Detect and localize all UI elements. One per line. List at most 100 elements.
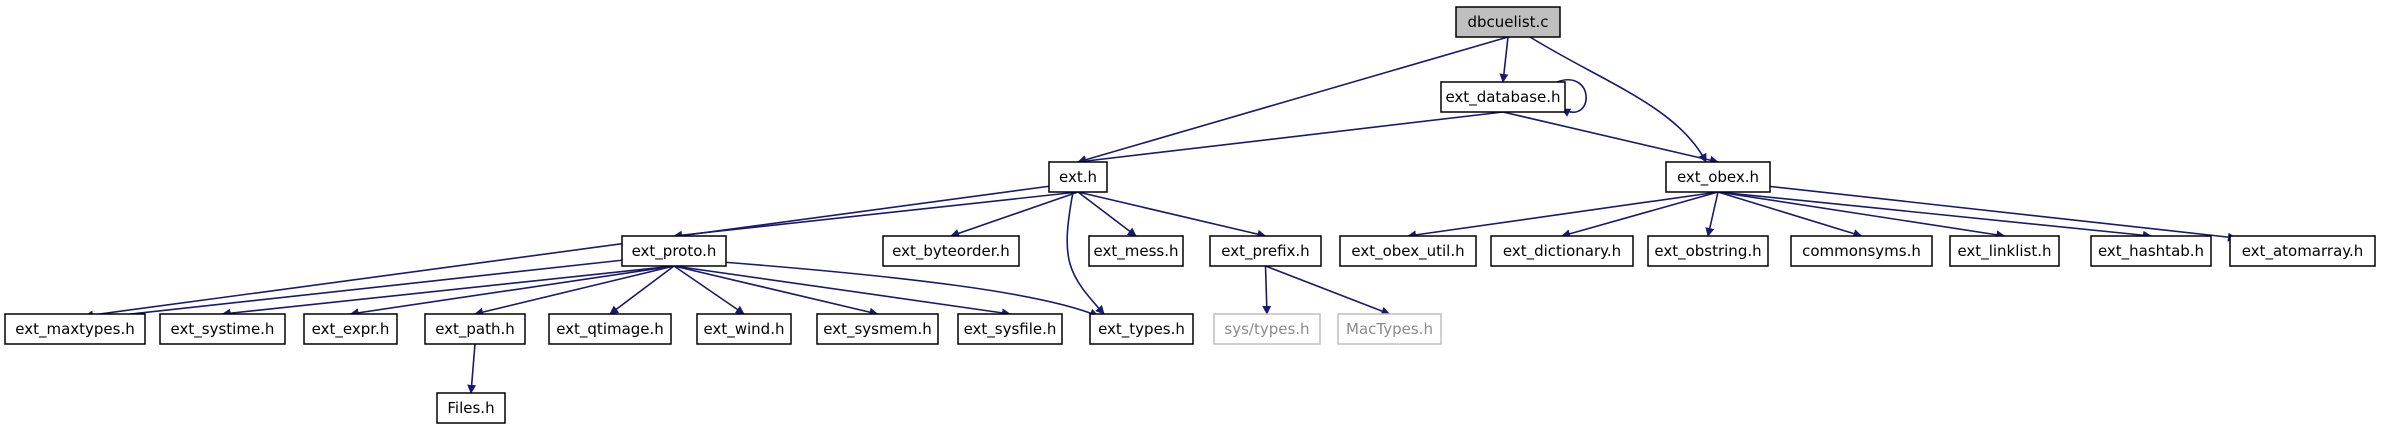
node-label-ext-hashtab-h: ext_hashtab.h — [2098, 242, 2204, 261]
node-dbcuelist-c[interactable]: dbcuelist.c — [1455, 6, 1561, 38]
node-ext-prefix-h[interactable]: ext_prefix.h — [1209, 235, 1322, 267]
node-label-ext-linklist-h: ext_linklist.h — [1957, 242, 2051, 261]
edge-dbcuelist-c-to-ext-h — [1077, 36, 1509, 165]
edge-ext-obex-h-to-ext-dictionary-h — [1561, 191, 1719, 239]
node-ext-linklist-h[interactable]: ext_linklist.h — [1949, 235, 2060, 267]
edge-ext-h-to-ext-mess-h — [1077, 191, 1137, 237]
edge-ext-path-h-to-files-h — [467, 343, 477, 394]
node-box-ext-path-h — [424, 313, 526, 345]
node-box-ext-maxtypes-h — [4, 313, 146, 345]
node-label-ext-h: ext.h — [1059, 168, 1097, 186]
edge-ext-prefix-h-to-mactypes-h — [1265, 265, 1391, 316]
node-ext-hashtab-h[interactable]: ext_hashtab.h — [2090, 235, 2212, 267]
edge-ext-proto-h-to-ext-types-h — [721, 261, 1099, 318]
edge-ext-proto-h-to-ext-path-h — [474, 265, 675, 317]
node-box-ext-atomarray-h — [2229, 235, 2376, 267]
node-sys-types-h: sys/types.h — [1213, 313, 1321, 345]
edge-ext-proto-h-to-ext-sysmem-h — [673, 265, 879, 317]
node-label-commonsyms-h: commonsyms.h — [1802, 242, 1921, 260]
edge-ext-h-to-ext-maxtypes-h — [84, 185, 1052, 320]
node-label-ext-systime-h: ext_systime.h — [171, 320, 275, 339]
node-box-dbcuelist-c — [1455, 6, 1561, 38]
node-files-h[interactable]: Files.h — [436, 392, 506, 424]
node-label-ext-obstring-h: ext_obstring.h — [1654, 242, 1761, 261]
edge-ext-proto-h-to-ext-maxtypes-h — [94, 259, 625, 322]
node-label-ext-expr-h: ext_expr.h — [312, 320, 390, 339]
node-box-ext-obstring-h — [1647, 235, 1769, 267]
node-box-ext-h — [1048, 161, 1108, 193]
node-ext-sysmem-h[interactable]: ext_sysmem.h — [816, 313, 939, 345]
node-label-ext-dictionary-h: ext_dictionary.h — [1503, 242, 1621, 261]
node-ext-wind-h[interactable]: ext_wind.h — [696, 313, 792, 345]
node-label-ext-wind-h: ext_wind.h — [704, 320, 785, 339]
edge-ext-obex-h-to-ext-atomarray-h — [1765, 185, 2237, 242]
node-box-ext-types-h — [1089, 313, 1194, 345]
node-ext-path-h[interactable]: ext_path.h — [424, 313, 526, 345]
edge-ext-proto-h-to-ext-sysfile-h — [673, 265, 1011, 318]
edge-dbcuelist-c-to-ext-obex-h — [1529, 36, 1707, 163]
edge-ext-proto-h-to-ext-qtimage-h — [609, 265, 675, 315]
node-ext-obex-util-h[interactable]: ext_obex_util.h — [1339, 235, 1477, 267]
node-ext-database-h[interactable]: ext_database.h — [1440, 81, 1566, 113]
node-ext-atomarray-h[interactable]: ext_atomarray.h — [2229, 235, 2376, 267]
node-box-ext-systime-h — [159, 313, 286, 345]
edge-ext-h-to-ext-proto-h — [673, 191, 1079, 240]
node-box-sys-types-h — [1213, 313, 1321, 345]
node-ext-qtimage-h[interactable]: ext_qtimage.h — [548, 313, 672, 345]
node-box-mactypes-h — [1337, 313, 1442, 345]
node-box-ext-obex-h — [1665, 161, 1771, 193]
node-box-ext-qtimage-h — [548, 313, 672, 345]
node-ext-h[interactable]: ext.h — [1048, 161, 1108, 193]
node-box-files-h — [436, 392, 506, 424]
node-label-ext-types-h: ext_types.h — [1098, 320, 1185, 339]
node-box-ext-prefix-h — [1209, 235, 1322, 267]
node-box-ext-obex-util-h — [1339, 235, 1477, 267]
node-ext-byteorder-h[interactable]: ext_byteorder.h — [882, 235, 1020, 267]
node-box-ext-linklist-h — [1949, 235, 2060, 267]
node-label-files-h: Files.h — [447, 399, 494, 417]
node-label-ext-proto-h: ext_proto.h — [632, 242, 717, 261]
node-label-ext-path-h: ext_path.h — [435, 320, 515, 339]
node-label-ext-byteorder-h: ext_byteorder.h — [892, 242, 1010, 261]
node-ext-types-h[interactable]: ext_types.h — [1089, 313, 1194, 345]
edge-ext-h-to-ext-types-h — [1066, 191, 1105, 315]
node-label-ext-sysmem-h: ext_sysmem.h — [823, 320, 931, 339]
node-ext-obstring-h[interactable]: ext_obstring.h — [1647, 235, 1769, 267]
node-ext-expr-h[interactable]: ext_expr.h — [303, 313, 398, 345]
nodes-layer: dbcuelist.c ext_database.h ext.h ext_obex.h… — [4, 6, 2376, 424]
node-ext-systime-h[interactable]: ext_systime.h — [159, 313, 286, 345]
node-label-sys-types-h: sys/types.h — [1224, 320, 1309, 338]
node-ext-proto-h[interactable]: ext_proto.h — [621, 235, 727, 267]
edges-layer — [84, 36, 2237, 394]
node-ext-sysfile-h[interactable]: ext_sysfile.h — [957, 313, 1063, 345]
edge-ext-prefix-h-to-sys-types-h — [1262, 265, 1272, 315]
edge-ext-obex-h-to-commonsyms-h — [1717, 191, 1863, 238]
node-box-ext-mess-h — [1088, 235, 1184, 267]
node-box-ext-wind-h — [696, 313, 792, 345]
node-ext-dictionary-h[interactable]: ext_dictionary.h — [1490, 235, 1634, 267]
node-label-ext-maxtypes-h: ext_maxtypes.h — [15, 320, 135, 339]
node-box-ext-byteorder-h — [882, 235, 1020, 267]
node-label-ext-prefix-h: ext_prefix.h — [1221, 242, 1309, 261]
node-box-ext-proto-h — [621, 235, 727, 267]
edge-ext-proto-h-to-ext-systime-h — [221, 265, 675, 318]
edge-ext-proto-h-to-ext-expr-h — [349, 265, 675, 318]
node-label-mactypes-h: MacTypes.h — [1346, 320, 1433, 338]
node-ext-mess-h[interactable]: ext_mess.h — [1088, 235, 1184, 267]
node-commonsyms-h[interactable]: commonsyms.h — [1790, 235, 1933, 267]
node-box-ext-hashtab-h — [2090, 235, 2212, 267]
node-ext-maxtypes-h[interactable]: ext_maxtypes.h — [4, 313, 146, 345]
node-box-ext-sysmem-h — [816, 313, 939, 345]
node-label-ext-obex-util-h: ext_obex_util.h — [1351, 242, 1464, 261]
edge-ext-proto-h-to-ext-wind-h — [673, 265, 745, 315]
edge-ext-h-to-ext-byteorder-h — [950, 191, 1079, 238]
edge-ext-h-to-ext-prefix-h — [1077, 191, 1267, 239]
edge-ext-obex-h-to-ext-linklist-h — [1717, 191, 2006, 240]
edge-ext-database-h-to-ext-database-h — [1556, 79, 1587, 117]
edge-dbcuelist-c-to-ext-database-h — [1499, 36, 1509, 83]
node-label-ext-obex-h: ext_obex.h — [1677, 168, 1759, 187]
edge-ext-obex-h-to-ext-obex-util-h — [1407, 191, 1719, 240]
node-ext-obex-h[interactable]: ext_obex.h — [1665, 161, 1771, 193]
edge-ext-obex-h-to-ext-hashtab-h — [1717, 191, 2152, 240]
